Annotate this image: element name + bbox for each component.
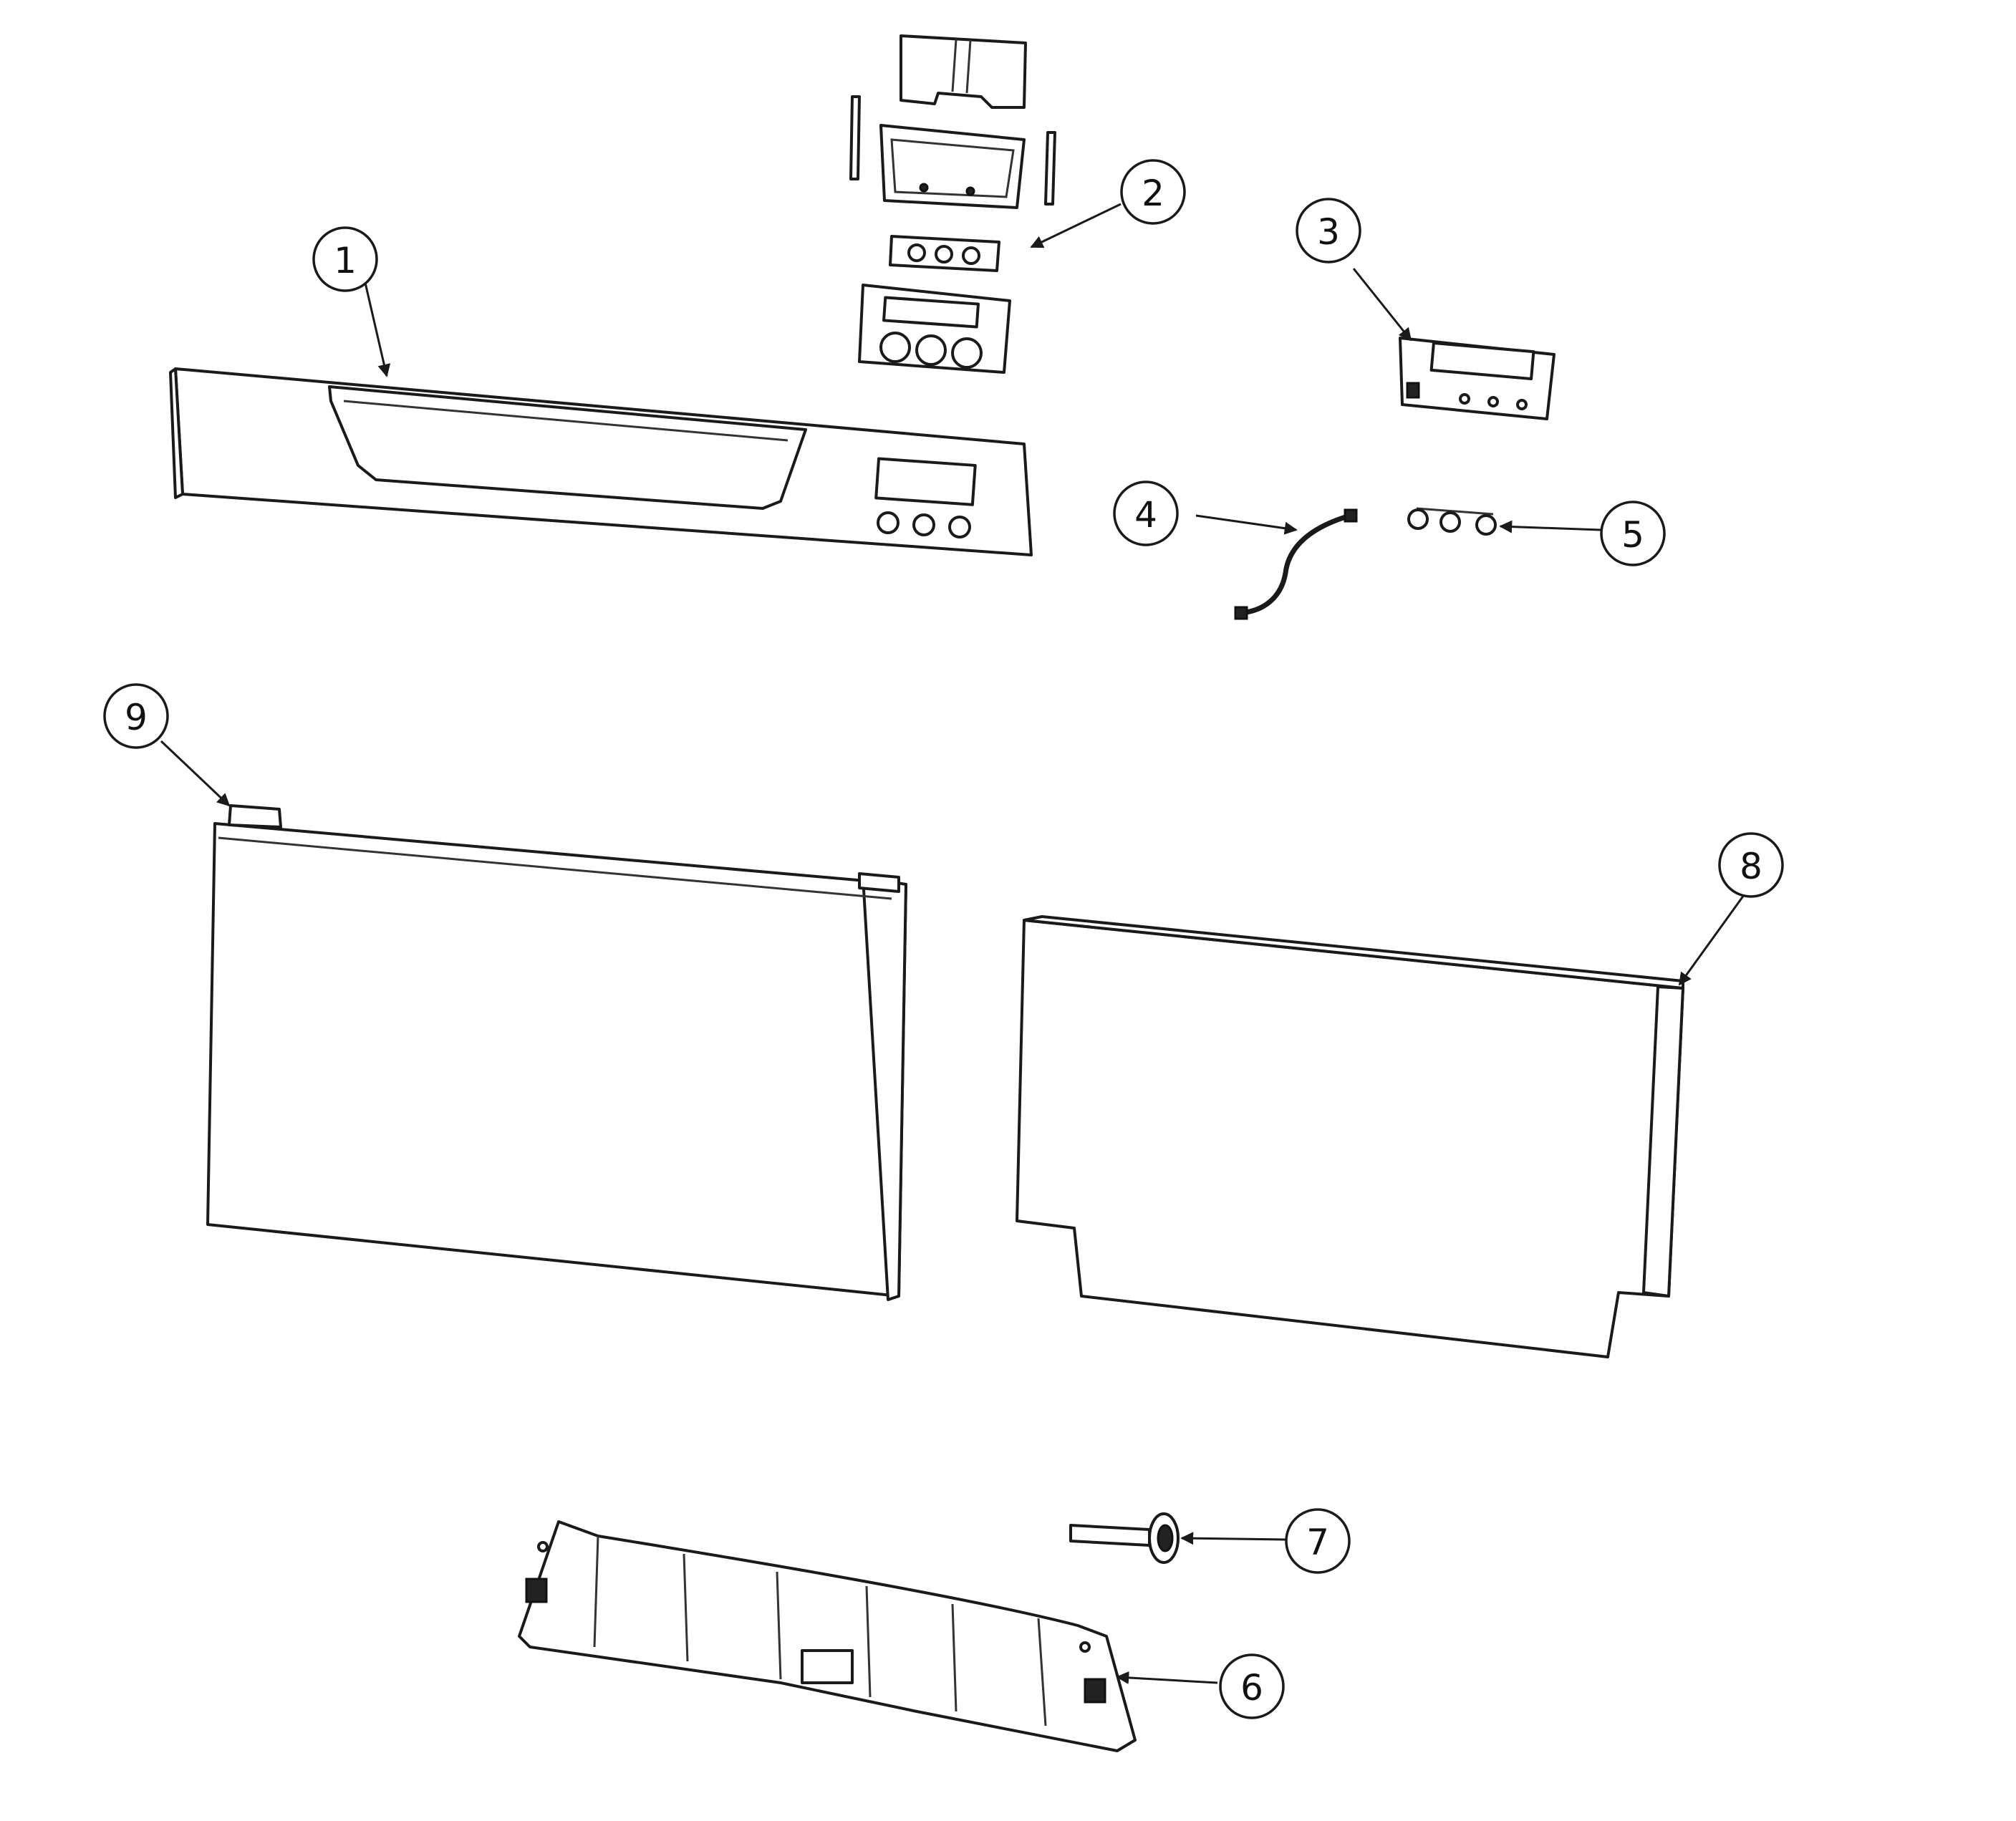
callout-2-label: 2 (1142, 173, 1164, 214)
callout-9-label: 9 (125, 697, 148, 738)
part-5-button-set (1407, 507, 1497, 536)
callout-8-circle (1718, 832, 1784, 898)
part-6-kick-plate (518, 1520, 1137, 1752)
part-3-display-board (1399, 337, 1556, 420)
callout-5-label: 5 (1621, 514, 1644, 556)
callout-2: 2 (1120, 159, 1186, 225)
callout-9: 9 (103, 683, 169, 749)
callout-6: 6 (1219, 1653, 1285, 1719)
callout-6-label: 6 (1240, 1667, 1263, 1709)
part-4-wire-harness (1234, 508, 1358, 620)
callout-3: 3 (1296, 198, 1361, 264)
leader-lines (160, 203, 1745, 1684)
callout-4: 4 (1113, 480, 1179, 546)
callout-5-circle (1600, 501, 1666, 566)
callout-9-circle (103, 683, 169, 749)
part-7-leveling-foot (1069, 1512, 1180, 1564)
callout-7-circle (1285, 1508, 1351, 1574)
callout-8-label: 8 (1740, 846, 1762, 887)
callout-5: 5 (1600, 501, 1666, 566)
callout-3-circle (1296, 198, 1361, 264)
callout-8: 8 (1718, 832, 1784, 898)
part-2-control-assembly (849, 34, 1056, 374)
callout-2-circle (1120, 159, 1186, 225)
callout-7-label: 7 (1306, 1522, 1329, 1563)
callout-1: 1 (312, 226, 378, 292)
callout-4-circle (1113, 480, 1179, 546)
callout-7: 7 (1285, 1508, 1351, 1574)
callout-3-label: 3 (1317, 211, 1340, 253)
callout-1-circle (312, 226, 378, 292)
part-9-drawer-front (206, 804, 907, 1301)
part-8-drawer-panel (1016, 915, 1684, 1358)
callout-1-label: 1 (334, 240, 357, 281)
callout-6-circle (1219, 1653, 1285, 1719)
part-1-control-panel (169, 367, 1033, 556)
callout-4-label: 4 (1134, 494, 1157, 536)
